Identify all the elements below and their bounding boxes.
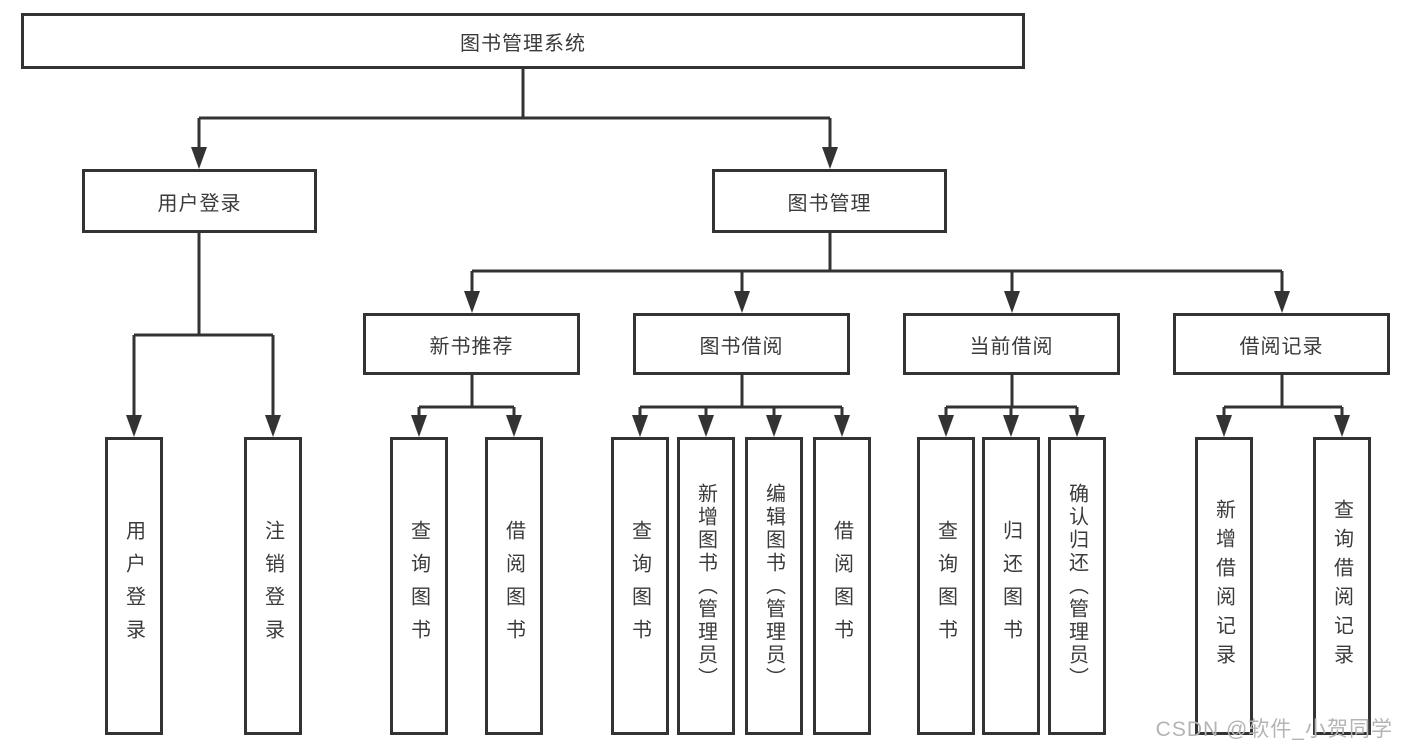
node-new-book-recommend: 新书推荐 (363, 313, 580, 375)
arrowheads (126, 147, 1350, 437)
node-book-mgmt: 图书管理 (712, 169, 947, 233)
node-book-borrow: 图书借阅 (633, 313, 850, 375)
leaf-current-return: 归还图书 (982, 437, 1040, 735)
leaf-logout: 注销登录 (244, 437, 302, 735)
leaf-newbook-borrow: 借阅图书 (485, 437, 543, 735)
leaf-current-confirm-admin: 确认归还（管理员） (1048, 437, 1106, 735)
node-current-borrow: 当前借阅 (903, 313, 1120, 375)
leaf-borrow-add-admin: 新增图书（管理员） (677, 437, 735, 735)
csdn-watermark: CSDN @软件_小贺同学 (1155, 718, 1393, 741)
leaf-borrow-edit-admin: 编辑图书（管理员） (745, 437, 803, 735)
node-borrow-record: 借阅记录 (1173, 313, 1390, 375)
leaf-record-query: 查询借阅记录 (1313, 437, 1371, 735)
leaf-record-add: 新增借阅记录 (1195, 437, 1253, 735)
leaf-borrow-borrow: 借阅图书 (813, 437, 871, 735)
leaf-user-login: 用户登录 (105, 437, 163, 735)
node-root: 图书管理系统 (21, 13, 1025, 69)
leaf-current-query: 查询图书 (917, 437, 975, 735)
leaf-newbook-query: 查询图书 (390, 437, 448, 735)
leaf-borrow-query: 查询图书 (611, 437, 669, 735)
node-user-login: 用户登录 (82, 169, 317, 233)
